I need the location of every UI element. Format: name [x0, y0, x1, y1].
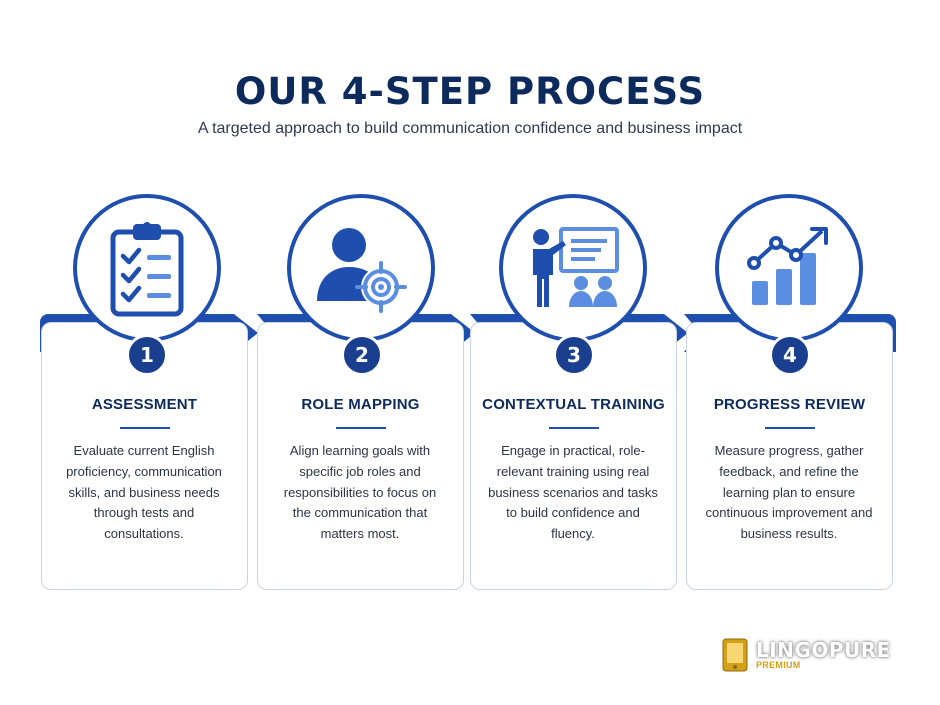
step-card-2	[257, 322, 464, 590]
step-title-2: ROLE MAPPING	[301, 396, 420, 413]
presenter-audience-icon	[533, 227, 619, 307]
step-description-4: Measure progress, gather feedback, and r…	[705, 443, 873, 542]
step-icon-circle-3	[499, 194, 647, 342]
step-icon-circle-2	[287, 194, 435, 342]
logo-wordmark: LINGOPURE	[756, 638, 891, 662]
step-number-2: 2	[341, 334, 383, 376]
clipboard-checklist-icon	[110, 222, 184, 317]
step-underline-2	[336, 427, 386, 429]
growth-chart-icon	[747, 227, 828, 305]
step-title-3: CONTEXTUAL TRAINING	[482, 396, 665, 413]
tablet-icon	[722, 638, 748, 672]
step-underline-3	[549, 427, 599, 429]
step-number-1: 1	[126, 334, 168, 376]
step-underline-1	[120, 427, 170, 429]
logo-tagline: PREMIUM	[756, 660, 801, 670]
step-title-4: PROGRESS REVIEW	[713, 396, 866, 413]
step-number-3: 3	[553, 334, 595, 376]
step-number-4: 4	[769, 334, 811, 376]
step-description-1: Evaluate current English proficiency, co…	[66, 443, 222, 542]
page-subtitle: A targeted approach to build communicati…	[197, 120, 743, 137]
person-target-icon	[317, 228, 407, 313]
step-icon-circle-1	[73, 194, 221, 342]
step-underline-4	[765, 427, 815, 429]
step-description-3: Engage in practical, role-relevant train…	[488, 443, 658, 542]
step-title-1: ASSESSMENT	[91, 396, 198, 413]
step-icon-circle-4	[715, 194, 863, 342]
page-title: OUR 4-STEP PROCESS	[234, 70, 706, 113]
brand-logo: LINGOPURE PREMIUM	[722, 636, 902, 672]
step-description-2: Align learning goals with specific job r…	[283, 443, 437, 542]
